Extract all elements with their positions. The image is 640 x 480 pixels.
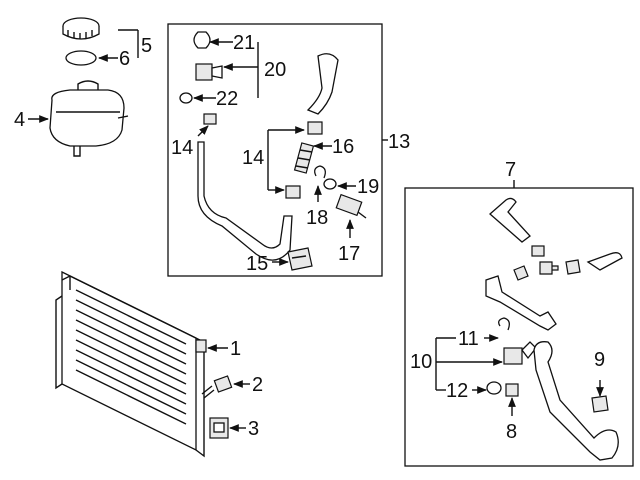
- temperature-sensor-17: [335, 193, 367, 219]
- coolant-hose-lower: [533, 341, 619, 461]
- callout-20: 20: [264, 59, 286, 81]
- coolant-pipe-group-panel: [404, 187, 634, 467]
- coolant-hose-left: [197, 141, 293, 261]
- callout-14b: 14: [242, 147, 264, 169]
- hose-connector-20: [195, 63, 223, 81]
- hose-clamp-14-right: [307, 121, 323, 135]
- callout-12: 12: [446, 380, 468, 402]
- hose-clamp-14-upper: [203, 113, 217, 125]
- clip-18: [314, 165, 326, 179]
- callout-19: 19: [357, 176, 379, 198]
- callout-4: 4: [14, 109, 25, 131]
- expansion-tank: [49, 80, 129, 157]
- radiator-bolt: [201, 375, 233, 399]
- callout-7: 7: [505, 159, 516, 181]
- connector-7c: [565, 259, 581, 275]
- hose-connector-10: [503, 341, 537, 365]
- radiator-drain-plug: [195, 339, 207, 353]
- clamp-8: [505, 383, 519, 397]
- radiator: [55, 270, 205, 458]
- coolant-flange-16: [293, 142, 315, 174]
- radiator-mount-bushing: [209, 417, 229, 439]
- callout-14a: 14: [171, 137, 193, 159]
- reservoir-cap: [62, 17, 100, 40]
- coolant-pipe-7: [485, 275, 557, 331]
- callout-22: 22: [216, 88, 238, 110]
- hose-clip-9: [591, 395, 609, 413]
- o-ring-19: [323, 178, 337, 190]
- callout-15: 15: [246, 253, 268, 275]
- callout-13: 13: [388, 131, 410, 153]
- hose-clip-21: [193, 31, 211, 49]
- cap-seal-ring: [65, 50, 97, 66]
- clip-11: [498, 317, 510, 331]
- o-ring-12: [486, 381, 502, 395]
- coolant-hose-upper: [306, 53, 339, 115]
- callout-17: 17: [338, 243, 360, 265]
- o-ring-22: [179, 92, 193, 104]
- small-hose-7: [489, 197, 531, 243]
- leader-14a: [197, 125, 209, 137]
- callout-5: 5: [141, 35, 152, 57]
- hose-clamp-14-lower: [285, 185, 301, 199]
- hose-group-panel: [167, 23, 383, 277]
- clamp-7: [531, 245, 545, 257]
- callout-21: 21: [233, 32, 255, 54]
- callout-16: 16: [332, 136, 354, 158]
- callout-2: 2: [252, 374, 263, 396]
- callout-6: 6: [119, 48, 130, 70]
- callout-11: 11: [458, 328, 479, 350]
- callout-18: 18: [306, 207, 328, 229]
- connector-7a: [513, 265, 529, 281]
- hose-holder-15: [287, 247, 313, 271]
- callout-3: 3: [248, 418, 259, 440]
- callout-1: 1: [230, 338, 241, 360]
- callout-10: 10: [410, 351, 432, 373]
- callout-8: 8: [506, 421, 517, 443]
- connector-7b: [539, 261, 559, 275]
- small-hose-7-right: [586, 252, 623, 271]
- callout-9: 9: [594, 349, 605, 371]
